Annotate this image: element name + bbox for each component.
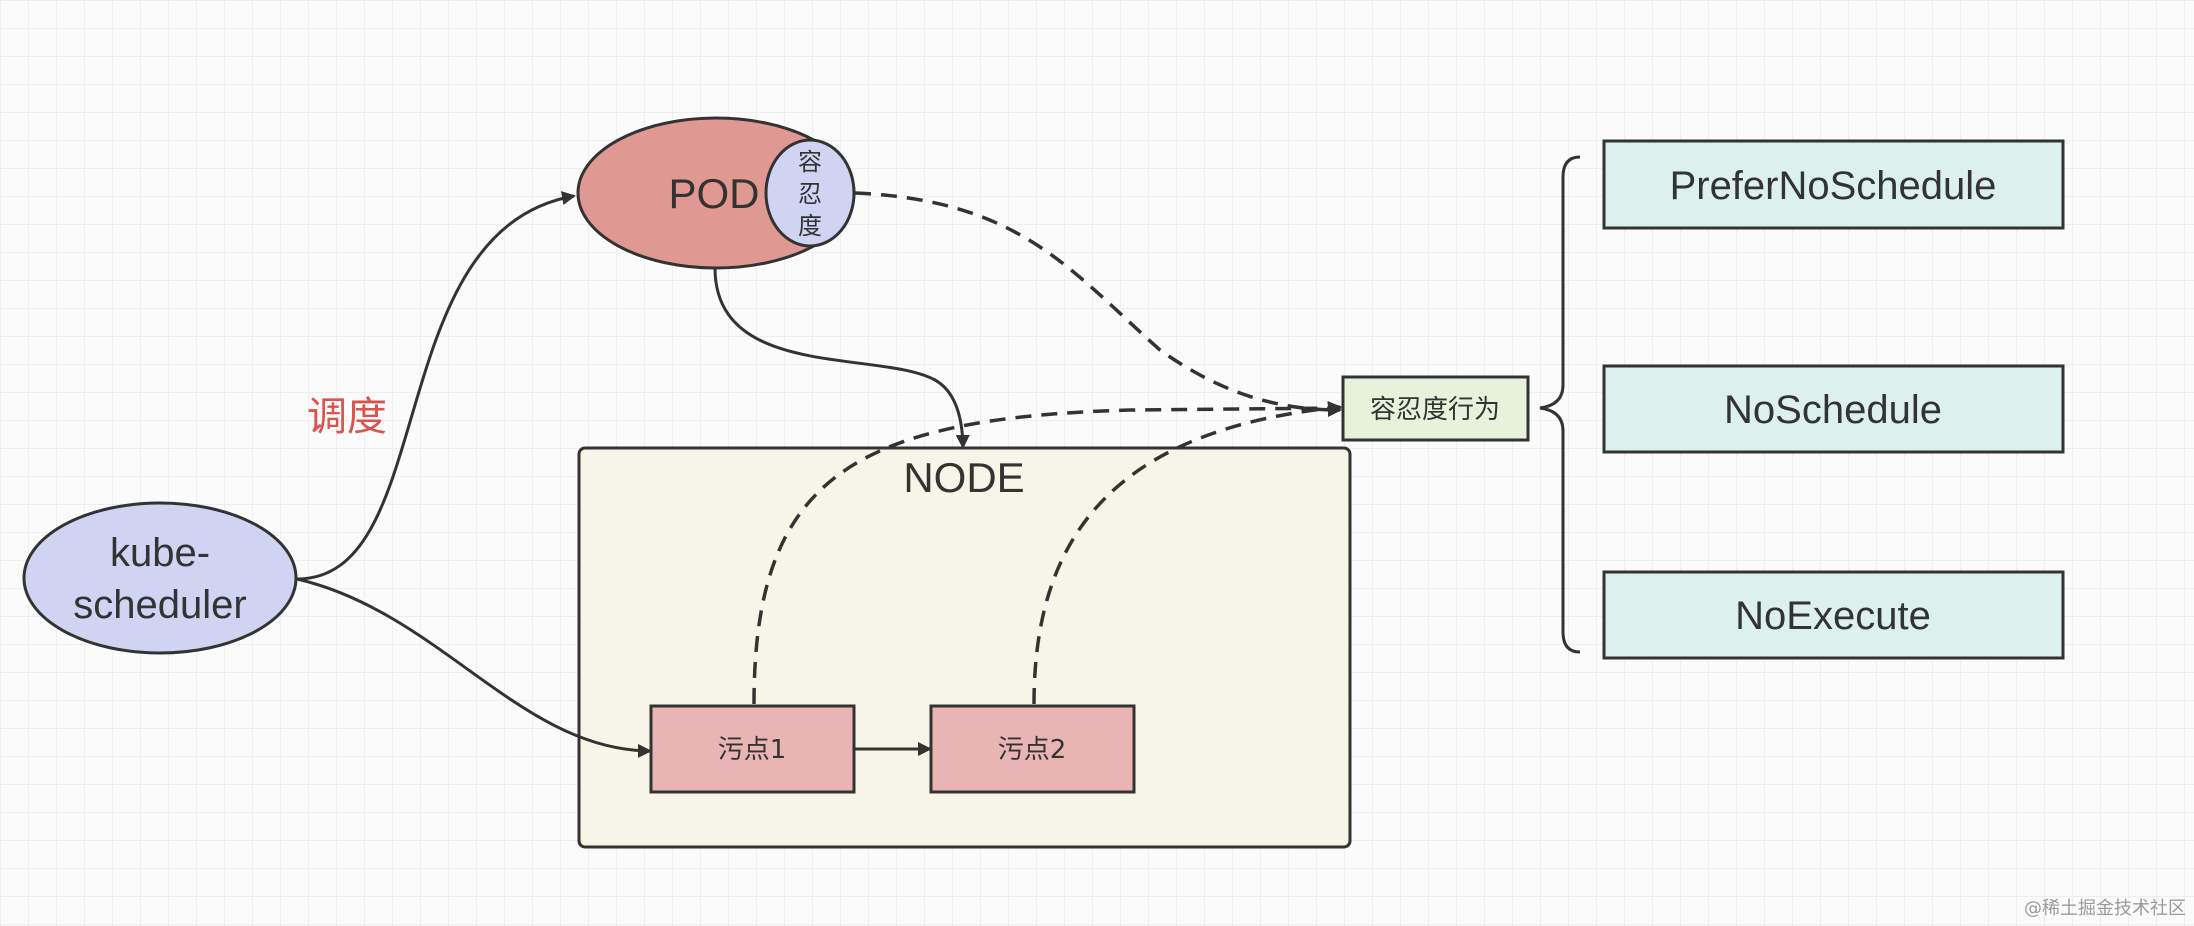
arrow-pod-to-node xyxy=(713,267,970,449)
toleration-behavior-box xyxy=(1341,375,1530,442)
taint1-node[interactable]: 污点1 xyxy=(649,704,856,794)
effect-no-schedule-box xyxy=(1602,364,2065,454)
toleration-behavior-label: 容忍度行为 xyxy=(1370,395,1500,425)
toleration-node[interactable]: 容 忍 度 xyxy=(764,138,856,248)
taint2-box xyxy=(929,704,1136,794)
taint1-label: 污点1 xyxy=(718,735,787,765)
taint2-label: 污点2 xyxy=(998,735,1067,765)
effect-no-schedule[interactable]: NoSchedule xyxy=(1602,364,2065,454)
effect-no-schedule-label: NoSchedule xyxy=(1724,388,1942,432)
arrow-scheduler-to-pod xyxy=(296,191,576,581)
toleration-char-2: 忍 xyxy=(798,180,822,208)
dashed-taint2-to-behavior xyxy=(1032,401,1342,705)
arrow-scheduler-to-taint1 xyxy=(296,577,652,758)
pod-label: POD xyxy=(668,170,759,217)
toleration-char-1: 容 xyxy=(798,148,822,176)
toleration-behavior-node[interactable]: 容忍度行为 xyxy=(1341,375,1530,442)
effect-no-execute-box xyxy=(1602,570,2065,660)
kube-scheduler-ellipse xyxy=(22,501,298,655)
dashed-taint1-to-behavior xyxy=(752,401,1342,705)
toleration-ellipse xyxy=(764,138,856,248)
effect-prefer-no-schedule-label: PreferNoSchedule xyxy=(1670,164,1997,208)
taint1-box xyxy=(649,704,856,794)
effect-prefer-no-schedule[interactable]: PreferNoSchedule xyxy=(1602,139,2065,230)
effect-prefer-no-schedule-box xyxy=(1602,139,2065,230)
effect-no-execute-label: NoExecute xyxy=(1735,594,1931,638)
kube-scheduler-label-line1: kube- xyxy=(110,531,210,575)
node-label: NODE xyxy=(903,454,1024,501)
kube-scheduler-node[interactable]: kube- scheduler xyxy=(22,501,298,655)
toleration-char-3: 度 xyxy=(798,212,822,240)
effect-no-execute[interactable]: NoExecute xyxy=(1602,570,2065,660)
taint2-node[interactable]: 污点2 xyxy=(929,704,1136,794)
kube-scheduler-label-line2: scheduler xyxy=(73,583,246,627)
schedule-label: 调度 xyxy=(307,394,387,440)
watermark: @稀土掘金技术社区 xyxy=(2024,898,2186,919)
curly-brace xyxy=(1539,155,1581,654)
dashed-toleration-to-behavior xyxy=(854,191,1342,417)
